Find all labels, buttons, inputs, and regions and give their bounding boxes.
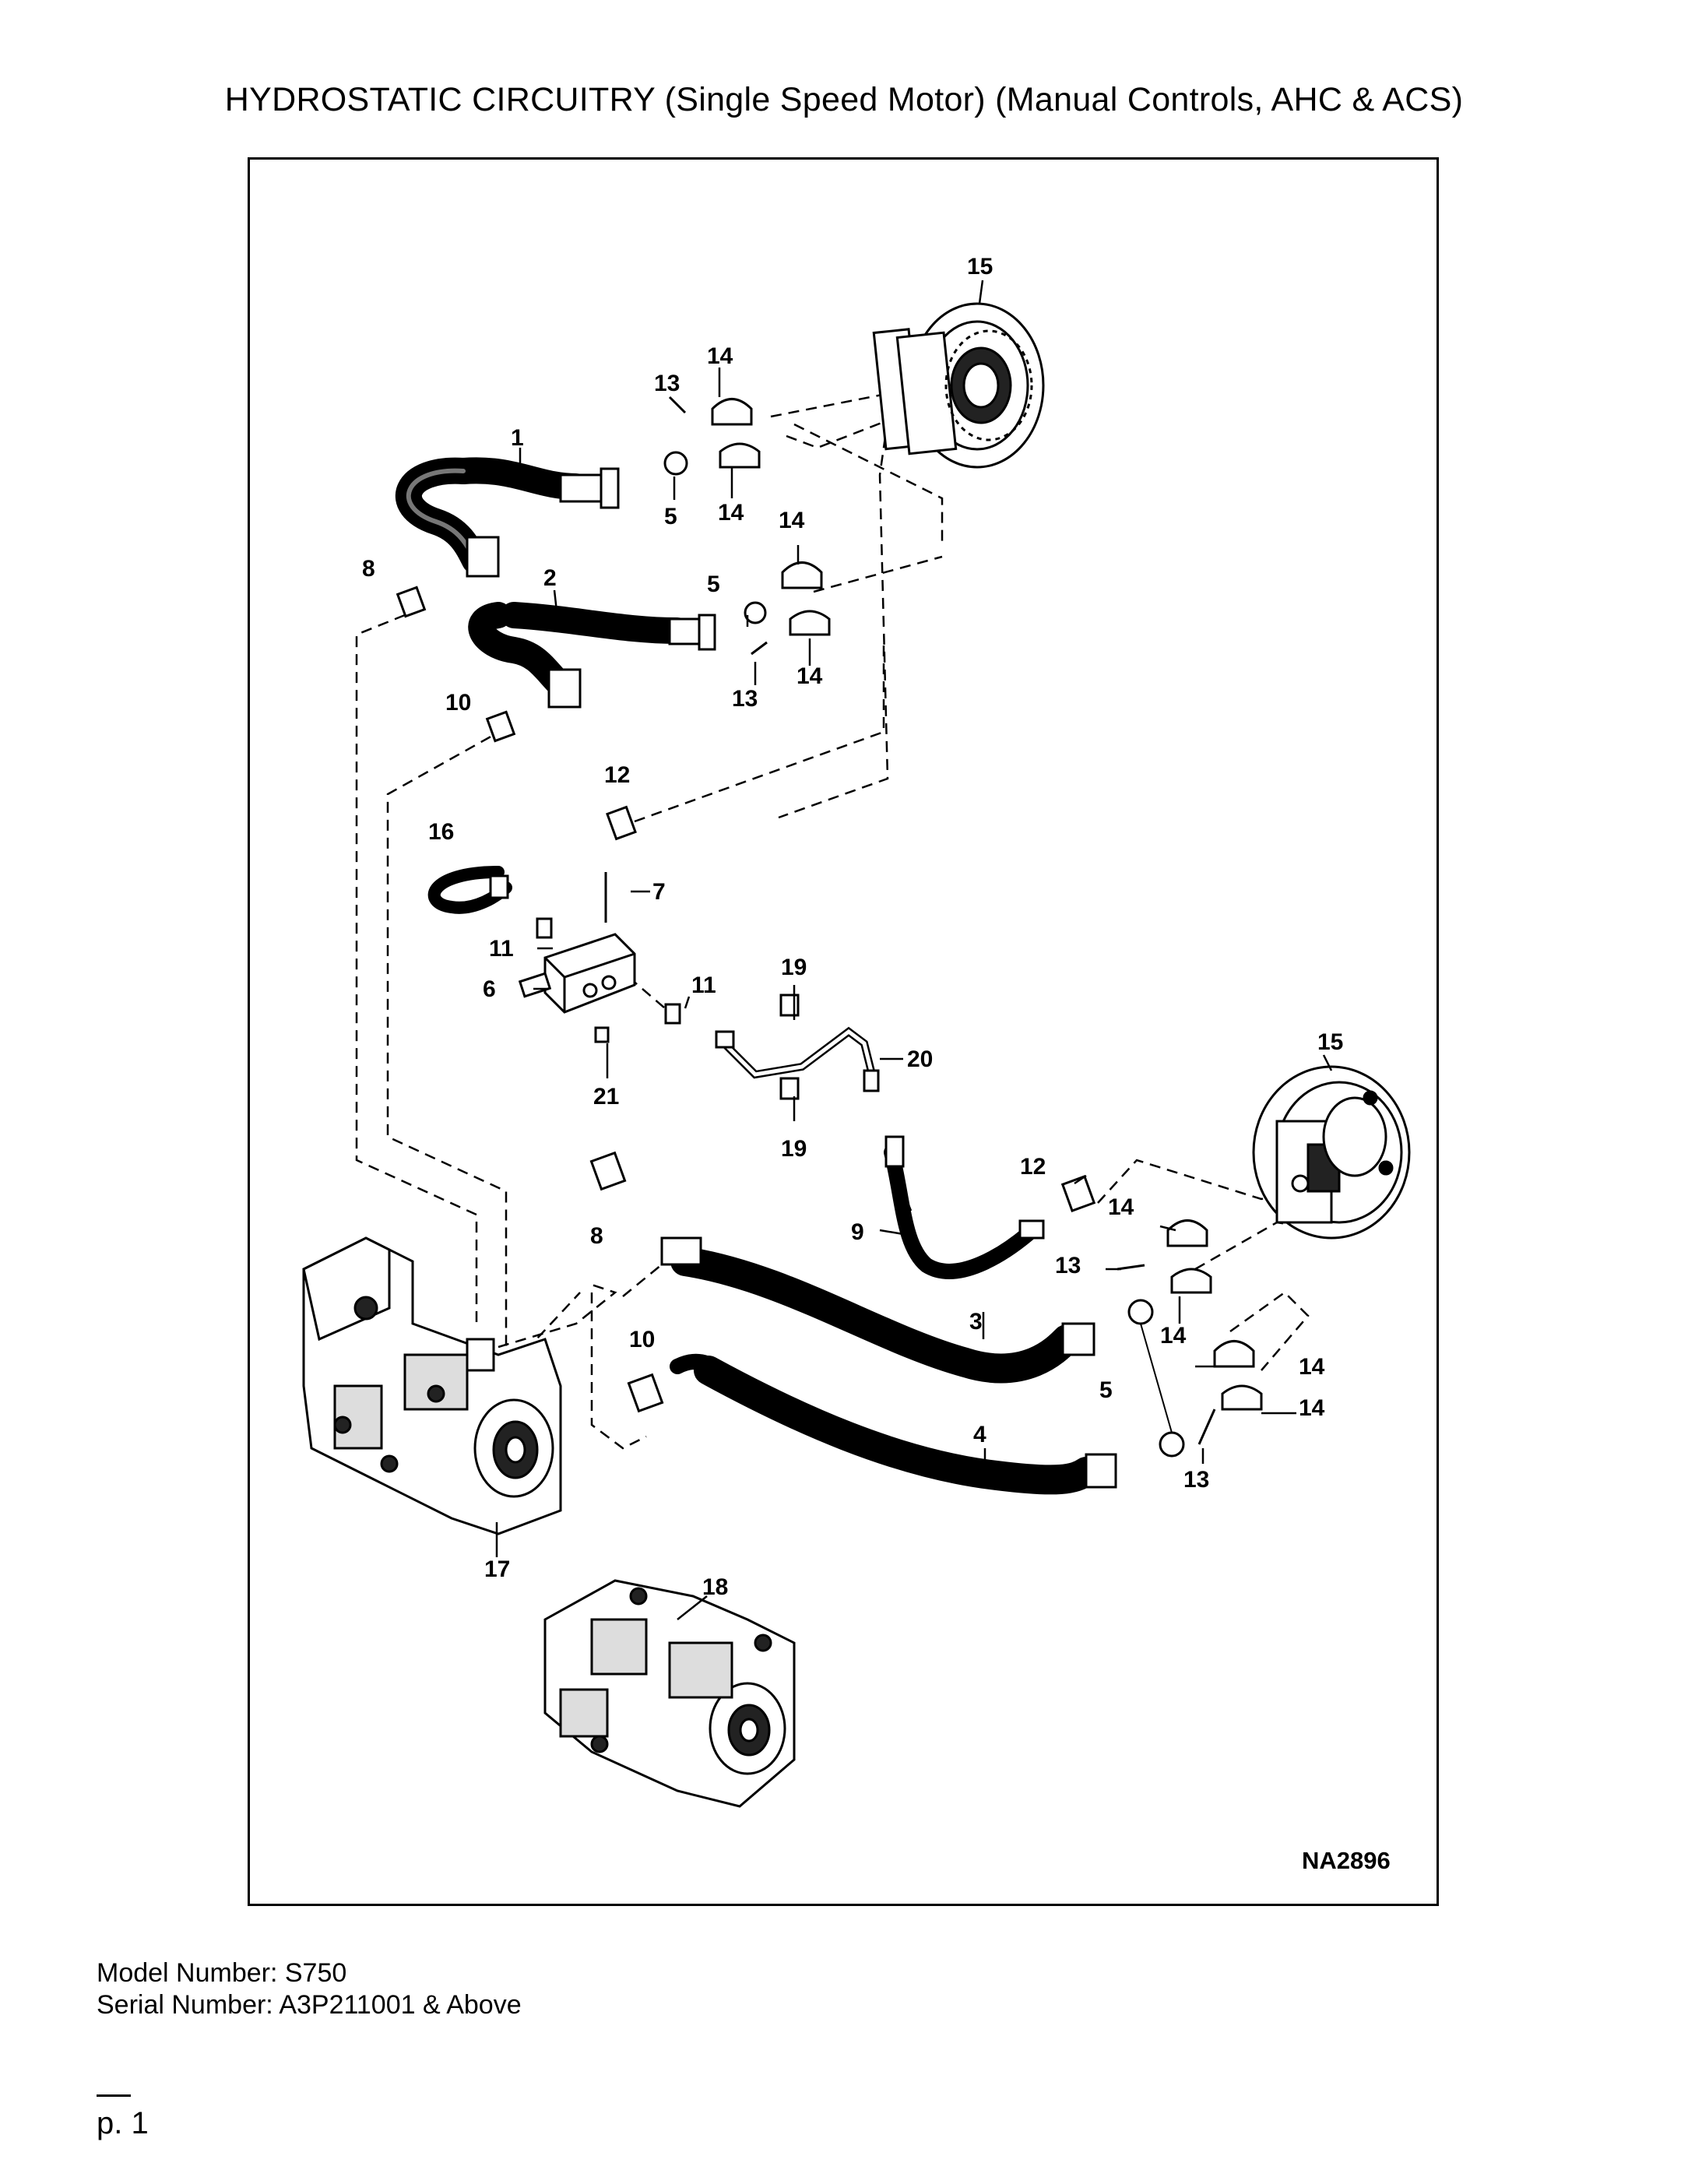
page-number: p. 1 [97, 2106, 149, 2140]
small-fittings [396, 396, 1216, 1445]
hose-9 [884, 1135, 1045, 1279]
callout-10a: 10 [445, 690, 471, 716]
callout-14f: 14 [1160, 1323, 1187, 1349]
bolt-13c [1117, 1264, 1145, 1271]
fitting-8-top [396, 586, 427, 618]
hose-4 [670, 1353, 1117, 1495]
callout-1: 1 [511, 425, 524, 451]
page-rule [97, 2094, 131, 2097]
callout-15a: 15 [967, 254, 993, 280]
callout-6: 6 [483, 976, 496, 1002]
clip-19-bottom [779, 1077, 800, 1100]
callout-21: 21 [593, 1084, 619, 1110]
hydrostatic-pump-17 [302, 1236, 562, 1535]
flange-14a [711, 398, 753, 426]
fitting-8-bottom [589, 1151, 627, 1191]
hose-16 [427, 866, 512, 914]
o-ring-5a [663, 451, 688, 476]
callout-5a: 5 [664, 504, 677, 529]
callout-18: 18 [702, 1574, 728, 1600]
o-ring-5b [744, 601, 767, 624]
page-title: HYDROSTATIC CIRCUITRY (Single Speed Moto… [224, 81, 1464, 118]
callout-11b: 11 [691, 972, 716, 998]
diagram-frame [248, 157, 1439, 1906]
serial-number: Serial Number: A3P211001 & Above [97, 1990, 522, 2020]
flange-14d [789, 610, 831, 636]
callout-14g: 14 [1299, 1354, 1325, 1380]
fitting-10-bottom [627, 1373, 664, 1413]
bolt-13a [668, 396, 687, 414]
o-ring-5d [1159, 1431, 1185, 1458]
flange-14f [1170, 1268, 1212, 1294]
tube-20 [715, 1026, 880, 1092]
seal-rings [663, 451, 1185, 1458]
flange-14b [719, 442, 761, 469]
callout-12a: 12 [604, 762, 630, 788]
callout-labels: 1 2 3 4 5 5 5 6 7 8 8 9 10 10 11 11 12 1… [362, 254, 1391, 1874]
fitting-12-top [606, 805, 637, 841]
callout-7: 7 [652, 879, 666, 905]
leader-lines [495, 280, 1333, 1620]
drive-motor-15-bottom [1252, 1065, 1411, 1240]
fitting-12-bottom [1060, 1175, 1096, 1212]
clip-19-top [779, 994, 800, 1017]
callout-4: 4 [973, 1422, 986, 1447]
hose-2 [468, 602, 716, 709]
callout-13c: 13 [1055, 1253, 1081, 1278]
bolt-13b [751, 641, 768, 656]
hose-3 [660, 1236, 1095, 1384]
drive-motor-15-top [872, 302, 1045, 469]
hydrostatic-pump-18 [543, 1579, 796, 1808]
callout-2: 2 [543, 565, 557, 591]
flange-14g [1213, 1340, 1255, 1368]
callout-13b: 13 [732, 686, 758, 712]
callout-11a: 11 [489, 936, 514, 962]
valve-block-6 [518, 933, 636, 1014]
callout-14a: 14 [707, 343, 733, 369]
callout-5c: 5 [1099, 1377, 1113, 1403]
callout-13d: 13 [1183, 1467, 1209, 1493]
callout-20: 20 [907, 1046, 933, 1072]
model-number: Model Number: S750 [97, 1958, 347, 1988]
callout-10b: 10 [629, 1327, 655, 1352]
flange-14h [1221, 1384, 1263, 1411]
callout-17: 17 [484, 1556, 510, 1582]
callout-3: 3 [969, 1309, 983, 1335]
o-ring-5c [1127, 1299, 1154, 1325]
callout-8b: 8 [590, 1223, 603, 1249]
callout-9: 9 [851, 1219, 864, 1245]
callout-13a: 13 [654, 371, 680, 396]
fitting-11-top [536, 917, 553, 939]
callout-8a: 8 [362, 556, 375, 582]
fitting-11-mid [664, 1003, 681, 1025]
bolt-13d [1197, 1409, 1216, 1445]
callout-5b: 5 [707, 571, 720, 597]
flange-14c [781, 561, 823, 589]
callout-16: 16 [428, 819, 454, 845]
callout-19b: 19 [781, 1136, 807, 1162]
callout-12b: 12 [1020, 1154, 1046, 1180]
callout-14e: 14 [1108, 1194, 1134, 1220]
callout-15b: 15 [1317, 1029, 1343, 1055]
fitting-10-top [485, 710, 516, 743]
callout-14c: 14 [779, 508, 805, 533]
callout-14h: 14 [1299, 1395, 1325, 1421]
callout-19a: 19 [781, 955, 807, 980]
callout-14b: 14 [718, 500, 744, 526]
flange-14e [1166, 1219, 1208, 1247]
drawing-code: NA2896 [1302, 1847, 1391, 1874]
flange-halves [711, 398, 1263, 1411]
callout-14d: 14 [797, 663, 823, 689]
plug-21 [594, 1026, 610, 1043]
hose-1 [395, 457, 620, 578]
